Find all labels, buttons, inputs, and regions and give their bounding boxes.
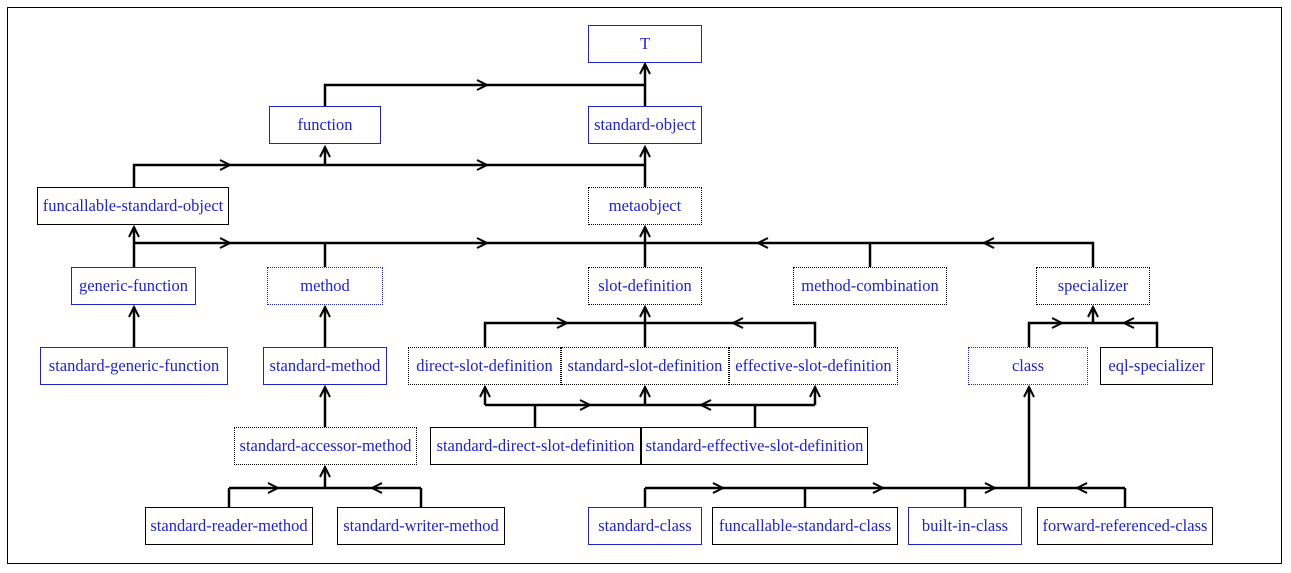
arrowhead-up: [639, 384, 651, 398]
node-generic-function: generic-function: [71, 267, 196, 305]
arrowhead-left: [698, 399, 712, 411]
arrowhead-up: [1087, 304, 1099, 318]
arrowhead-up: [479, 384, 491, 398]
node-t: T: [588, 25, 702, 63]
edge-segment: [134, 241, 1095, 267]
edge-segment: [1027, 321, 1159, 347]
edge-arrowheads: [128, 61, 1135, 494]
arrowhead-right: [984, 482, 998, 494]
node-standard-slot-definition: standard-slot-definition: [561, 347, 729, 385]
node-method: method: [267, 267, 383, 305]
arrowhead-up: [319, 144, 331, 158]
arrowhead-up: [319, 304, 331, 318]
edge-segment: [132, 163, 645, 187]
arrowhead-up: [1023, 384, 1035, 398]
arrowhead-left: [1121, 317, 1135, 329]
node-standard-accessor-method: standard-accessor-method: [234, 427, 417, 465]
node-standard-object: standard-object: [588, 106, 702, 144]
node-slot-definition: slot-definition: [588, 267, 702, 305]
arrowhead-right: [267, 482, 281, 494]
arrowhead-left: [755, 237, 769, 249]
node-standard-reader-method: standard-reader-method: [145, 507, 313, 545]
node-standard-method: standard-method: [263, 347, 387, 385]
node-eql-specializer: eql-specializer: [1100, 347, 1213, 385]
node-function: function: [269, 106, 381, 144]
node-metaobject: metaobject: [588, 187, 702, 225]
node-standard-class: standard-class: [588, 507, 702, 545]
arrowhead-right: [476, 237, 490, 249]
node-method-combination: method-combination: [793, 267, 947, 305]
arrowhead-up: [809, 384, 821, 398]
arrowhead-up: [319, 464, 331, 478]
node-standard-effective-slot-definition: standard-effective-slot-definition: [641, 427, 868, 465]
arrowhead-up: [639, 144, 651, 158]
arrowhead-up: [639, 224, 651, 238]
arrowhead-left: [1074, 482, 1088, 494]
node-funcallable-standard-object: funcallable-standard-object: [37, 187, 229, 225]
edge-segment: [483, 321, 817, 347]
arrowhead-up: [639, 61, 651, 75]
node-standard-direct-slot-definition: standard-direct-slot-definition: [430, 427, 641, 465]
arrowhead-right: [556, 317, 570, 329]
arrowhead-right: [1051, 317, 1065, 329]
arrowhead-up: [128, 224, 140, 238]
node-standard-generic-function: standard-generic-function: [40, 347, 228, 385]
arrowhead-left: [369, 482, 383, 494]
node-standard-writer-method: standard-writer-method: [337, 507, 505, 545]
node-effective-slot-definition: effective-slot-definition: [729, 347, 898, 385]
node-built-in-class: built-in-class: [908, 507, 1022, 545]
arrowhead-right: [476, 159, 490, 171]
arrowhead-up: [319, 384, 331, 398]
arrowhead-up: [128, 304, 140, 318]
arrowhead-right: [219, 159, 233, 171]
node-specializer: specializer: [1036, 267, 1150, 305]
node-funcallable-standard-class: funcallable-standard-class: [712, 507, 898, 545]
node-forward-referenced-class: forward-referenced-class: [1037, 507, 1213, 545]
arrowhead-left: [730, 317, 744, 329]
node-class: class: [968, 347, 1088, 385]
arrowhead-right: [872, 482, 886, 494]
arrowhead-right: [712, 482, 726, 494]
arrowhead-right: [219, 237, 233, 249]
arrowhead-up: [639, 304, 651, 318]
node-direct-slot-definition: direct-slot-definition: [408, 347, 561, 385]
arrowhead-left: [981, 237, 995, 249]
arrowhead-right: [579, 399, 593, 411]
arrowhead-right: [476, 79, 490, 91]
outer-frame: [7, 7, 1282, 564]
edge-segment: [323, 83, 645, 106]
